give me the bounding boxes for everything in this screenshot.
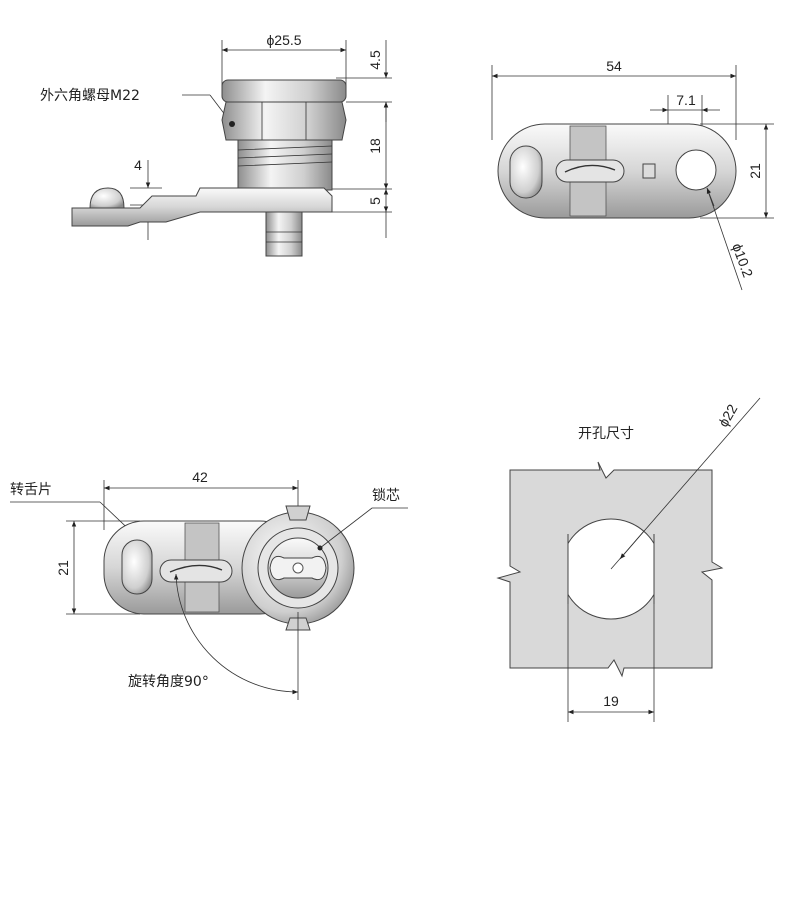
dim-side-diameter: ϕ25.5 — [266, 32, 301, 48]
dim-front-height: 21 — [55, 560, 71, 576]
dim-top-hole-diameter: ϕ10.2 — [729, 241, 756, 280]
side-view: ϕ25.5 4.5 18 5 4 外六角螺母M22 — [40, 32, 392, 257]
dim-side-mid: 18 — [367, 138, 383, 154]
cam-arm — [71, 187, 333, 227]
hex-nut — [221, 101, 347, 141]
cam-shaft — [265, 211, 303, 257]
dim-top-hole-offset: 7.1 — [676, 92, 696, 108]
dim-top-length: 54 — [606, 58, 622, 74]
front-view: 42 21 转舌片 锁芯 旋转角度90° — [10, 469, 408, 700]
cylinder-cap — [221, 79, 347, 103]
core-label: 锁芯 — [372, 488, 400, 504]
dim-side-bot: 5 — [367, 197, 383, 205]
cam-bump — [89, 187, 125, 209]
cutout-view: 开孔尺寸 ϕ22 19 — [496, 397, 761, 722]
dim-cutout-width: 19 — [603, 693, 619, 709]
top-view: 54 7.1 21 ϕ10.2 — [491, 58, 774, 291]
tongue-label: 转舌片 — [10, 482, 52, 498]
dim-cutout-diameter: ϕ22 — [715, 401, 741, 429]
dim-side-top: 4.5 — [367, 50, 383, 70]
dim-side-offset: 4 — [134, 157, 142, 173]
rotation-label: 旋转角度90° — [128, 674, 209, 690]
nut-label: 外六角螺母M22 — [40, 88, 140, 104]
dim-front-length: 42 — [192, 469, 208, 485]
cutout-title: 开孔尺寸 — [578, 426, 634, 442]
dim-top-height: 21 — [747, 163, 763, 179]
